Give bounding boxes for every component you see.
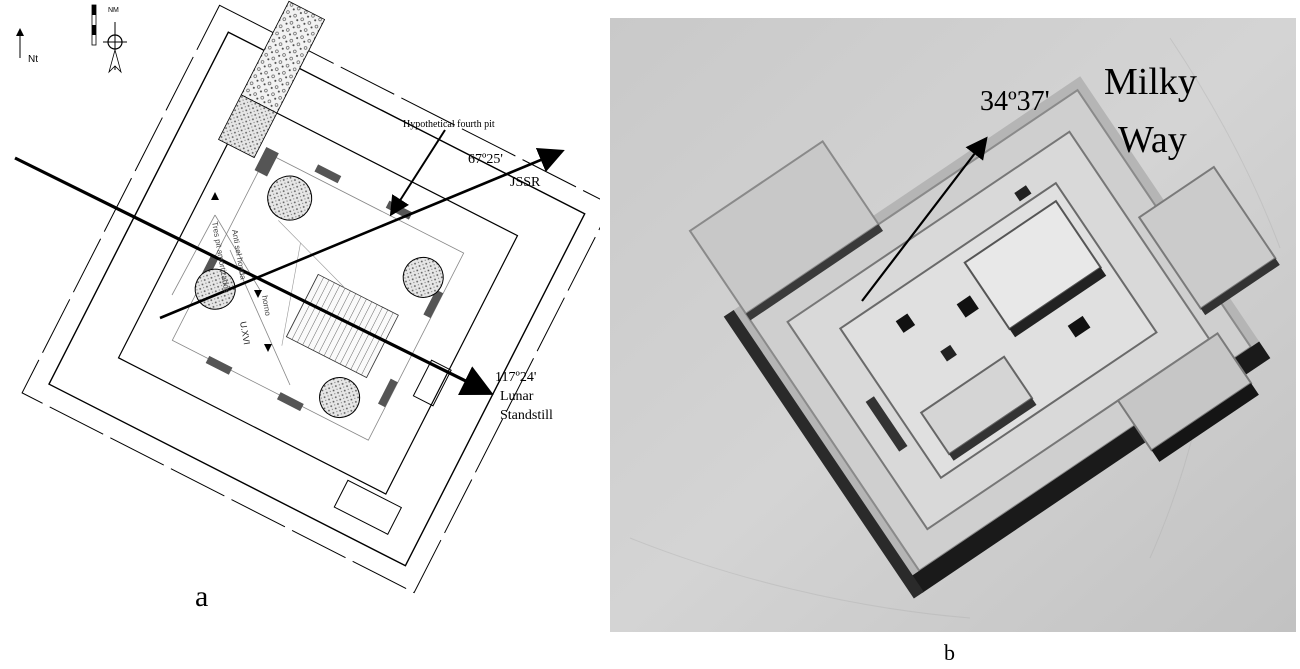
lunar-label-2: Standstill — [500, 408, 553, 423]
milky-way-arrow — [861, 136, 988, 302]
aerial-photo: 34º37' Milky Way — [610, 18, 1296, 632]
panel-a-plan: Nt NM Hypothetical fourth pit 67º25' JSS… — [0, 0, 600, 669]
lunar-label-1: Lunar — [500, 389, 534, 404]
panel-b-aerial: 34º37' Milky Way — [610, 18, 1296, 632]
scale-bar-icon — [91, 4, 97, 46]
jssr-label: JSSR — [510, 175, 541, 190]
inner-arrows — [171, 214, 291, 386]
plan-drawing: Nt NM Hypothetical fourth pit 67º25' JSS… — [14, 0, 600, 613]
north-label: Nt — [28, 54, 38, 65]
panel-b-title-line-2: Way — [1118, 119, 1187, 161]
rotated-label-3: horno — [260, 295, 273, 317]
magnetic-north-label: NM — [108, 7, 119, 14]
compass-rose-icon — [103, 22, 127, 74]
pit-annotation: Hypothetical fourth pit — [403, 119, 495, 130]
ruin-complex — [688, 76, 1280, 599]
rotated-label-4: U.XVI — [238, 321, 252, 346]
panel-a-label: a — [195, 580, 208, 613]
pit-pointer-arrow — [389, 129, 446, 217]
lunar-angle: 117º24' — [495, 370, 536, 385]
north-arrow-icon — [16, 28, 24, 58]
stair-ramp — [285, 273, 399, 379]
panel-b-label: b — [944, 640, 955, 665]
jssr-angle: 67º25' — [468, 152, 503, 167]
building-plan — [21, 0, 600, 594]
panel-b-angle: 34º37' — [980, 86, 1050, 117]
panel-b-title-line-1: Milky — [1104, 61, 1197, 103]
rotated-label-2: Anti sel honda — [230, 229, 248, 281]
lunar-standstill-line — [14, 156, 494, 395]
jssr-line — [159, 147, 565, 320]
